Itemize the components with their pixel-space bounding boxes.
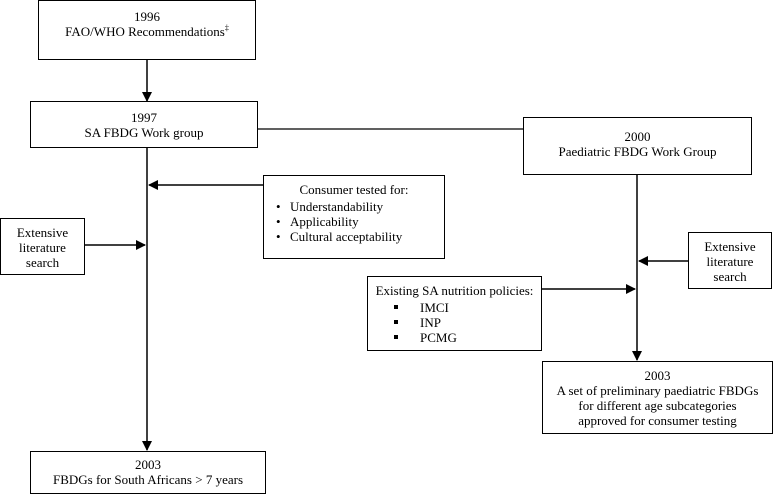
lit-right-line1: Extensive xyxy=(704,239,756,254)
box-prelim-paediatric-2003: 2003 A set of preliminary paediatric FBD… xyxy=(542,361,773,434)
existing-policies-list: IMCI INP PCMG xyxy=(390,300,541,345)
lit-right-line2: literature xyxy=(706,254,754,269)
existing-policies-title: Existing SA nutrition policies: xyxy=(375,283,534,298)
list-item: Understandability xyxy=(276,199,444,214)
list-item: INP xyxy=(390,315,541,330)
fbdg-sa-title: FBDGs for South Africans > 7 years xyxy=(52,472,244,487)
box-fbdg-sa-2003: 2003 FBDGs for South Africans > 7 years xyxy=(30,451,266,494)
lit-left-line1: Extensive xyxy=(16,225,69,240)
prelim-line2: for different age subcategories xyxy=(578,398,737,413)
prelim-line3: approved for consumer testing xyxy=(578,413,737,428)
paediatric-title: Paediatric FBDG Work Group xyxy=(558,144,717,159)
year-1996: 1996 xyxy=(134,9,160,24)
fao-who-title: FAO/WHO Recommendations xyxy=(65,24,225,39)
box-literature-search-left: Extensive literature search xyxy=(0,218,85,275)
box-fao-who-1996: 1996 FAO/WHO Recommendations‡ xyxy=(38,0,256,60)
prelim-line1: A set of preliminary paediatric FBDGs xyxy=(556,383,759,398)
year-1997: 1997 xyxy=(131,110,157,125)
box-consumer-tested: Consumer tested for: Understandability A… xyxy=(263,175,445,259)
consumer-tested-list: Understandability Applicability Cultural… xyxy=(276,199,444,244)
box-paediatric-2000: 2000 Paediatric FBDG Work Group xyxy=(523,117,752,175)
box-sa-fbdg-1997: 1997 SA FBDG Work group xyxy=(30,101,258,148)
consumer-tested-title: Consumer tested for: xyxy=(299,182,409,197)
lit-left-line2: literature xyxy=(19,240,66,255)
list-item: Applicability xyxy=(276,214,444,229)
box-literature-search-right: Extensive literature search xyxy=(688,232,772,289)
box-existing-policies: Existing SA nutrition policies: IMCI INP… xyxy=(367,276,542,351)
footnote-mark: ‡ xyxy=(224,23,229,33)
list-item: IMCI xyxy=(390,300,541,315)
lit-left-line3: search xyxy=(25,255,60,270)
year-2003-left: 2003 xyxy=(135,457,161,472)
list-item: PCMG xyxy=(390,330,541,345)
sa-fbdg-title: SA FBDG Work group xyxy=(84,125,204,140)
lit-right-line3: search xyxy=(713,269,747,284)
year-2003-right: 2003 xyxy=(644,368,671,383)
list-item: Cultural acceptability xyxy=(276,229,444,244)
year-2000: 2000 xyxy=(624,129,651,144)
